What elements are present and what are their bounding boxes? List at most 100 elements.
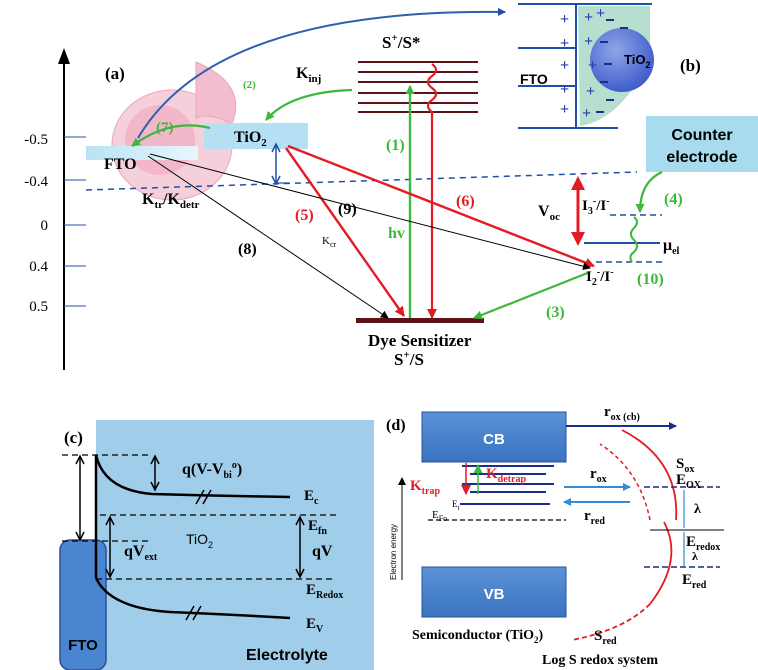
ev-label: EV bbox=[306, 616, 324, 635]
mu-el-label: μel bbox=[663, 237, 680, 257]
step-10-label: (10) bbox=[637, 271, 664, 288]
negative-charges bbox=[596, 19, 628, 113]
tick-label: 0.5 bbox=[29, 299, 48, 315]
log-s-label: Log S redox system bbox=[542, 653, 658, 668]
energy-axis-arrowhead bbox=[58, 48, 70, 64]
svg-text:+: + bbox=[582, 105, 591, 122]
ered-label: Ered bbox=[682, 572, 707, 591]
step-4-arrow bbox=[635, 170, 663, 213]
i3-label: I3-/I- bbox=[582, 196, 610, 217]
lambda-1-label: λ bbox=[694, 502, 701, 517]
break-marks bbox=[185, 489, 212, 621]
tio2-particle bbox=[590, 28, 654, 92]
electron-energy-label: Electron energy bbox=[389, 524, 398, 580]
step-6-label: (6) bbox=[456, 193, 475, 210]
valence-band-curve bbox=[94, 577, 291, 620]
step-3-label: (3) bbox=[546, 304, 565, 321]
sox-curve bbox=[621, 429, 678, 521]
step-6-arrow bbox=[287, 144, 595, 268]
vb-label: VB bbox=[484, 586, 505, 603]
vb-box bbox=[421, 566, 567, 618]
energy-gap-arrows bbox=[75, 454, 305, 579]
step-8-arrow bbox=[147, 155, 389, 319]
tick-label: -0.4 bbox=[24, 174, 48, 190]
svg-text:+: + bbox=[560, 57, 569, 74]
hv-label: hv bbox=[388, 225, 405, 242]
svg-text:+: + bbox=[588, 57, 597, 74]
svg-text:+: + bbox=[584, 33, 593, 50]
qv-label: qV bbox=[312, 543, 333, 560]
et-label: Et bbox=[452, 499, 460, 512]
step-5-label: (5) bbox=[295, 207, 314, 224]
panel-c: (c) FTO q(V-Vbio bbox=[59, 420, 374, 670]
step-9-arrow bbox=[149, 153, 591, 271]
counter-electrode-label-2: electrode bbox=[666, 149, 737, 166]
cb-box bbox=[421, 411, 567, 463]
excited-state-levels bbox=[358, 61, 478, 113]
tick-label: 0.4 bbox=[29, 259, 48, 275]
eox-label: EOX bbox=[676, 472, 702, 491]
svg-text:+: + bbox=[584, 9, 593, 26]
cb-label: CB bbox=[483, 431, 505, 448]
kdetrap-label: Kdetrap bbox=[486, 466, 526, 485]
panel-c-fto: FTO bbox=[68, 637, 98, 654]
counter-electrode-box bbox=[646, 116, 758, 172]
step-4-label: (4) bbox=[664, 191, 683, 208]
inset-pointer-curve bbox=[137, 7, 506, 139]
tio2-label: TiO2 bbox=[234, 129, 267, 149]
panel-b-fto: FTO bbox=[520, 71, 548, 87]
svg-text:+: + bbox=[586, 83, 595, 100]
q-v-vbi-label: q(V-Vbio) bbox=[182, 460, 242, 481]
lambda-2-label: λ bbox=[692, 549, 698, 563]
rox-label: rox bbox=[590, 466, 607, 485]
panel-c-label: (c) bbox=[64, 428, 83, 447]
fto-bar bbox=[86, 146, 198, 160]
fto-electrode-box bbox=[59, 539, 107, 670]
fermi-level-line bbox=[85, 171, 638, 191]
svg-text:+: + bbox=[596, 5, 605, 22]
fto-electrode-lines bbox=[518, 3, 652, 129]
electrolyte-background bbox=[96, 420, 374, 670]
sox-label: Sox bbox=[676, 456, 694, 475]
tick-label: -0.5 bbox=[24, 132, 48, 148]
svg-text:+: + bbox=[560, 35, 569, 52]
tick-label: 0 bbox=[41, 218, 49, 234]
efn-label: Efn bbox=[308, 518, 327, 537]
charge-signs: +++ ++ +++ +++ bbox=[560, 5, 605, 122]
step-8-label: (8) bbox=[238, 241, 257, 258]
voc-label: Voc bbox=[538, 203, 560, 223]
step-5-arrow bbox=[285, 147, 405, 317]
eredox-label: ERedox bbox=[306, 582, 343, 601]
kinj-label: Kinj bbox=[296, 65, 321, 85]
step-10-arrow bbox=[629, 216, 638, 263]
panel-c-tio2: TiO2 bbox=[186, 531, 213, 550]
i2-label: I2-/I- bbox=[586, 267, 614, 288]
ec-label: Ec bbox=[304, 488, 319, 507]
tio2-bar bbox=[204, 123, 308, 149]
rred-label: rred bbox=[584, 508, 605, 527]
fto-label: FTO bbox=[104, 156, 137, 173]
step-9-label: (9) bbox=[338, 201, 357, 218]
panel-d-label: (d) bbox=[386, 417, 406, 434]
rox-cb-label: rox (cb) bbox=[604, 404, 640, 423]
eredox-label-d: Eredox bbox=[686, 534, 720, 553]
dye-ground-label: S+/S bbox=[394, 349, 424, 369]
svg-text:+: + bbox=[560, 11, 569, 28]
step-2-arrow bbox=[265, 88, 353, 121]
svg-text:+: + bbox=[560, 81, 569, 98]
semiconductor-label: Semiconductor (TiO2) bbox=[412, 628, 544, 645]
efo-label: EFo bbox=[432, 509, 447, 523]
panel-b: TiO2 FTO +++ ++ +++ +++ (b) bbox=[518, 3, 701, 129]
step-1-label: (1) bbox=[386, 137, 405, 154]
panel-a-label: (a) bbox=[105, 64, 125, 83]
panel-d: (d) CB VB Electron energy rox (cb) Ktrap… bbox=[386, 404, 724, 668]
svg-text:+: + bbox=[560, 101, 569, 118]
inset-shape bbox=[111, 61, 237, 201]
dye-ground-level bbox=[356, 318, 484, 323]
axis-ticks: -0.5 -0.4 0 0.4 0.5 bbox=[24, 132, 86, 315]
excited-state-label: S+/S* bbox=[382, 32, 420, 52]
kcr-label: Kcr bbox=[322, 235, 337, 249]
reference-lines bbox=[62, 454, 336, 580]
